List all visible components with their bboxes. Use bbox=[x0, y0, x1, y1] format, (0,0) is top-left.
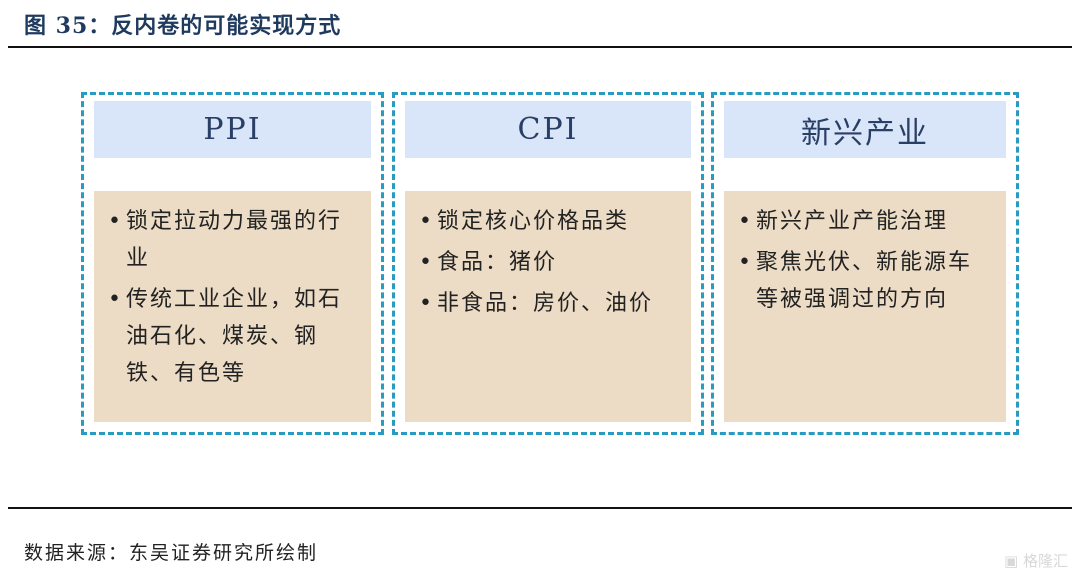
list-item: 非食品：房价、油价 bbox=[419, 285, 677, 322]
watermark-logo: ▣ 格隆汇 bbox=[1004, 552, 1068, 570]
column-emerging-industries: 新兴产业 新兴产业产能治理 聚焦光伏、新能源车等被强调过的方向 bbox=[711, 92, 1019, 435]
column-body: 锁定核心价格品类 食品：猪价 非食品：房价、油价 bbox=[405, 191, 691, 422]
list-item: 食品：猪价 bbox=[419, 244, 677, 281]
list-item: 聚焦光伏、新能源车等被强调过的方向 bbox=[738, 244, 992, 318]
column-body: 锁定拉动力最强的行业 传统工业企业，如石油石化、煤炭、钢铁、有色等 bbox=[94, 191, 371, 422]
top-divider bbox=[8, 46, 1072, 48]
column-header: 新兴产业 bbox=[724, 101, 1006, 158]
column-ppi: PPI 锁定拉动力最强的行业 传统工业企业，如石油石化、煤炭、钢铁、有色等 bbox=[81, 92, 384, 435]
list-item: 传统工业企业，如石油石化、煤炭、钢铁、有色等 bbox=[108, 281, 357, 392]
list-item: 新兴产业产能治理 bbox=[738, 203, 992, 240]
bottom-divider bbox=[8, 507, 1072, 509]
figure-title: 图 35：反内卷的可能实现方式 bbox=[24, 13, 342, 39]
list-item: 锁定核心价格品类 bbox=[419, 203, 677, 240]
source-note: 数据来源：东吴证券研究所绘制 bbox=[24, 542, 319, 564]
list-item: 锁定拉动力最强的行业 bbox=[108, 203, 357, 277]
column-header: PPI bbox=[94, 101, 371, 158]
column-header: CPI bbox=[405, 101, 691, 158]
column-cpi: CPI 锁定核心价格品类 食品：猪价 非食品：房价、油价 bbox=[392, 92, 704, 435]
column-body: 新兴产业产能治理 聚焦光伏、新能源车等被强调过的方向 bbox=[724, 191, 1006, 422]
